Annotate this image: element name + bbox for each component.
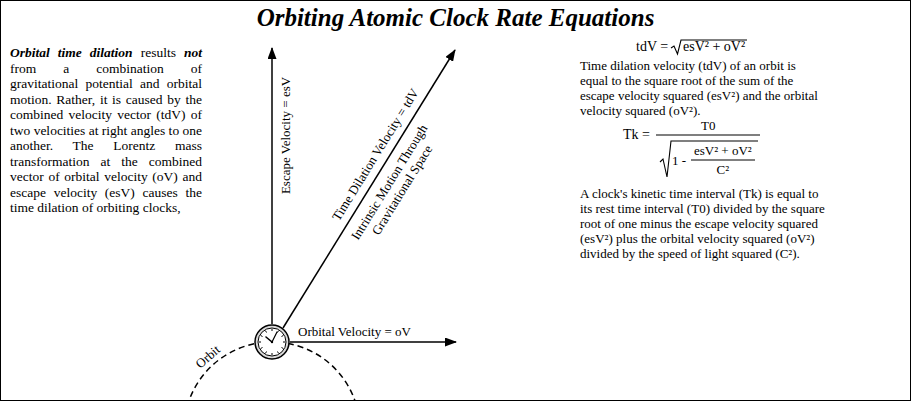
body-text: from a combination of gravitational pote… — [10, 61, 202, 216]
fraction-bar — [691, 160, 755, 161]
text-block: Orbital time dilation results not from a… — [10, 45, 202, 216]
equation-term: C² — [717, 162, 730, 177]
equation-term: 1 - — [672, 153, 686, 168]
radical-sign — [660, 141, 758, 177]
orbit-label: Orbit — [192, 341, 223, 370]
axis-label: Orbital Velocity = oV — [298, 324, 411, 339]
body-emphasis: Orbital time dilation — [10, 45, 133, 60]
escape-velocity-arrow — [271, 48, 273, 324]
body-text: results — [141, 45, 176, 60]
axis-label: Escape Velocity = esV — [278, 76, 293, 193]
explanation-text: Time dilation velocity (tdV) of an orbit… — [580, 58, 825, 118]
equation-term: T0 — [701, 118, 715, 133]
time-dilation-arrow — [283, 50, 455, 328]
fraction-bar — [656, 134, 760, 135]
orbital-velocity-arrow — [290, 341, 456, 343]
equation-term: esV² + oV² — [694, 143, 752, 158]
radical-sign — [671, 40, 747, 54]
equation-term: Tk = — [623, 127, 650, 143]
clock-icon — [255, 325, 289, 359]
diagram-title: Orbiting Atomic Clock Rate Equations — [0, 3, 911, 33]
equation-term: tdV = — [636, 39, 668, 55]
explanation-text: A clock's kinetic time interval (Tk) is … — [580, 186, 825, 261]
body-emphasis: not — [184, 45, 202, 60]
equation-term: esV² + oV² — [683, 39, 745, 55]
